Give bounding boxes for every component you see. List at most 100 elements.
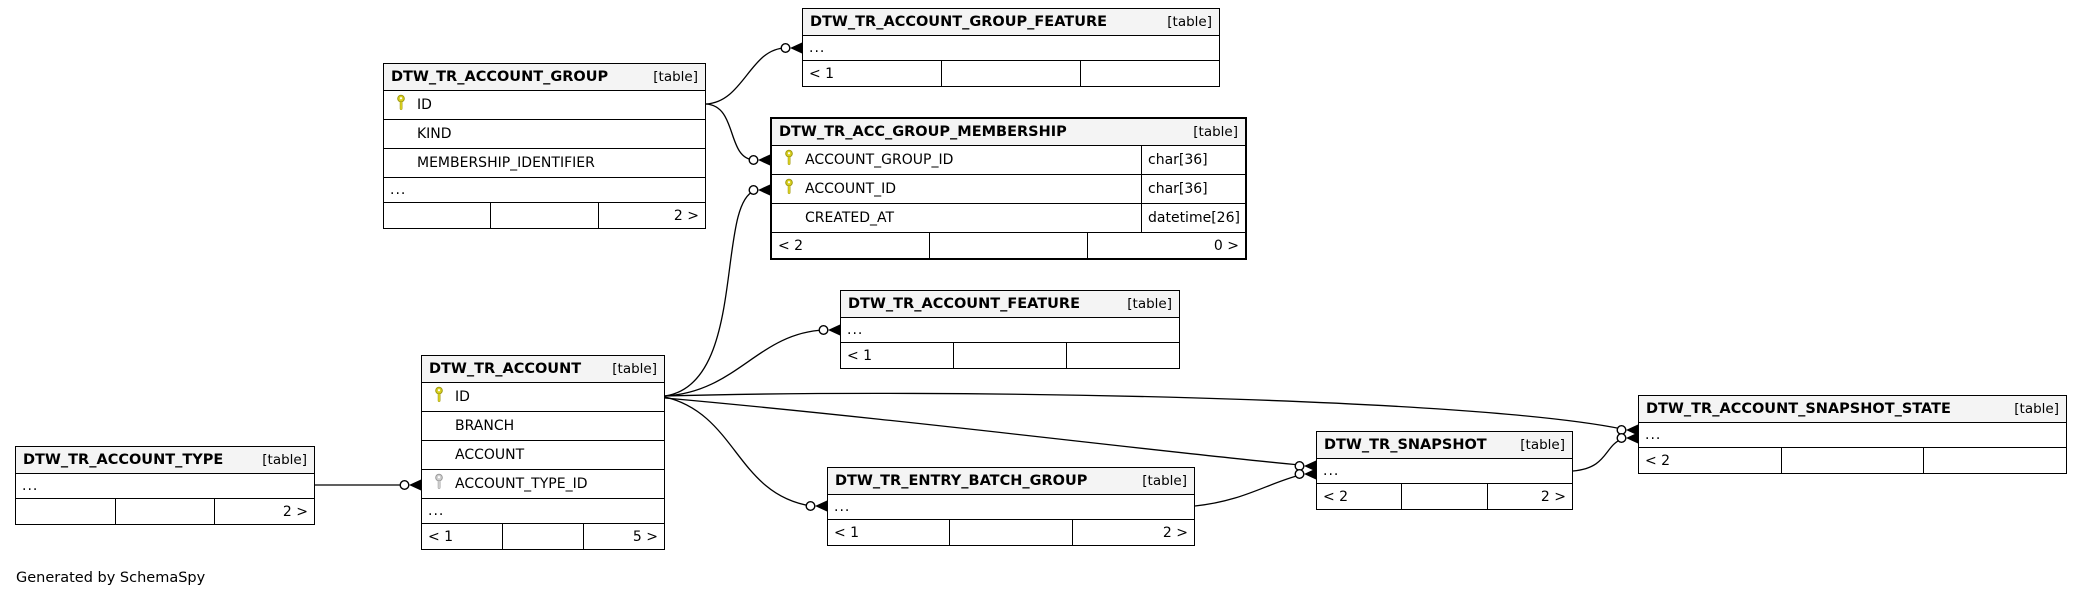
table-title[interactable]: DTW_TR_ENTRY_BATCH_GROUP <box>835 473 1088 489</box>
primary-key-icon <box>394 94 408 116</box>
crowfoot-arrow <box>758 154 770 166</box>
key-cell <box>772 178 805 200</box>
table-dtw_tr_account_snapshot_state[interactable]: DTW_TR_ACCOUNT_SNAPSHOT_STATE [table]... <… <box>1638 395 2067 474</box>
table-title[interactable]: DTW_TR_ACC_GROUP_MEMBERSHIP <box>779 124 1067 140</box>
table-dtw_tr_acc_group_membership[interactable]: DTW_TR_ACC_GROUP_MEMBERSHIP[table]ACCOUN… <box>770 117 1247 260</box>
table-footer: < 1 2 > <box>828 520 1194 545</box>
parent-count: < 1 <box>809 65 835 82</box>
parent-count <box>384 203 490 228</box>
table-dtw_tr_account_feature[interactable]: DTW_TR_ACCOUNT_FEATURE[table]...< 1 <box>840 290 1180 369</box>
column-row-account_type_id: ACCOUNT_TYPE_ID <box>422 470 664 499</box>
crowfoot-arrow <box>758 184 770 196</box>
edge-dtw_tr_account_type-to-dtw_tr_account.ACCOUNT_TYPE_ID <box>315 479 421 491</box>
zero-or-more-circle <box>748 184 759 195</box>
zero-or-more-circle <box>399 480 410 491</box>
key-cell <box>422 386 455 408</box>
table-type-tag: [table] <box>1127 296 1172 312</box>
table-title[interactable]: DTW_TR_SNAPSHOT <box>1324 437 1487 453</box>
table-dtw_tr_account[interactable]: DTW_TR_ACCOUNT [table] ID BRANCH ACCOUNT ACCO… <box>421 355 665 550</box>
table-title[interactable]: DTW_TR_ACCOUNT_SNAPSHOT_STATE <box>1646 401 1951 417</box>
table-footer: < 2 <box>1639 448 2066 473</box>
table-header: DTW_TR_ACCOUNT_GROUP[table] <box>384 64 705 91</box>
foreign-key-icon <box>432 473 446 495</box>
table-footer: < 1 <box>841 343 1179 368</box>
column-name: ACCOUNT <box>455 447 525 463</box>
column-name: MEMBERSHIP_IDENTIFIER <box>417 155 595 171</box>
table-header: DTW_TR_ACCOUNT [table] <box>422 356 664 383</box>
hidden-columns-ellipsis: ... <box>803 36 1219 61</box>
table-title[interactable]: DTW_TR_ACCOUNT_GROUP <box>391 69 609 85</box>
edge-dtw_tr_account_group.ID-to-dtw_tr_acc_group_membership.ACCOUNT_GROUP_ID <box>705 103 770 166</box>
child-count <box>1923 448 2066 473</box>
table-type-tag: [table] <box>612 361 657 377</box>
edge-dtw_tr_account.ID-to-dtw_tr_account_feature <box>664 324 840 397</box>
table-dtw_tr_account_group_feature[interactable]: DTW_TR_ACCOUNT_GROUP_FEATURE[table]... < … <box>802 8 1220 87</box>
child-count <box>1066 343 1179 368</box>
key-cell <box>422 473 455 495</box>
table-type-tag: [table] <box>2014 401 2059 417</box>
table-header: DTW_TR_ACCOUNT_GROUP_FEATURE[table] <box>803 9 1219 36</box>
parent-count: < 2 <box>1645 452 1671 469</box>
column-name: ID <box>455 389 470 405</box>
table-footer: < 1 <box>803 61 1219 86</box>
table-title[interactable]: DTW_TR_ACCOUNT_TYPE <box>23 452 224 468</box>
table-header: DTW_TR_ACCOUNT_SNAPSHOT_STATE [table] <box>1639 396 2066 423</box>
table-title[interactable]: DTW_TR_ACCOUNT <box>429 361 582 377</box>
edge-dtw_tr_account.ID-to-dtw_tr_acc_group_membership.ACCOUNT_ID <box>664 184 770 397</box>
table-header: DTW_TR_SNAPSHOT[table] <box>1317 432 1572 459</box>
column-row-account: ACCOUNT <box>422 441 664 470</box>
child-count: 0 > <box>1087 233 1245 258</box>
hidden-columns-ellipsis: ... <box>1639 423 2066 448</box>
column-name: ACCOUNT_TYPE_ID <box>455 476 588 492</box>
edge-dtw_tr_snapshot-to-dtw_tr_account_snapshot_state <box>1572 432 1638 472</box>
crowfoot-arrow <box>1626 424 1638 436</box>
edge-dtw_tr_account.ID-to-dtw_tr_snapshot <box>664 397 1316 472</box>
primary-key-icon <box>782 178 796 200</box>
footer-spacer <box>1401 484 1486 509</box>
column-name: CREATED_AT <box>805 210 895 226</box>
crowfoot-arrow <box>1304 468 1316 480</box>
column-row-id: ID <box>422 383 664 412</box>
hidden-columns-ellipsis: ... <box>1317 459 1572 484</box>
zero-or-more-circle <box>780 43 791 54</box>
parent-count: < 1 <box>834 524 860 541</box>
table-title[interactable]: DTW_TR_ACCOUNT_FEATURE <box>848 296 1080 312</box>
column-type: char[36] <box>1141 146 1245 174</box>
column-row-branch: BRANCH <box>422 412 664 441</box>
crowfoot-arrow <box>409 479 421 491</box>
table-footer: 2 > <box>384 203 705 228</box>
zero-or-more-circle <box>1294 469 1305 480</box>
column-type: char[36] <box>1141 175 1245 203</box>
column-row-account_group_id: ACCOUNT_GROUP_ID char[36] <box>772 146 1245 175</box>
footer-spacer <box>114 499 215 524</box>
table-dtw_tr_entry_batch_group[interactable]: DTW_TR_ENTRY_BATCH_GROUP[table]... < 1 2 > <box>827 467 1195 546</box>
table-header: DTW_TR_ENTRY_BATCH_GROUP[table] <box>828 468 1194 495</box>
table-title[interactable]: DTW_TR_ACCOUNT_GROUP_FEATURE <box>810 14 1108 30</box>
child-count: 5 > <box>583 524 664 549</box>
child-count: 2 > <box>1071 520 1194 545</box>
table-dtw_tr_account_type[interactable]: DTW_TR_ACCOUNT_TYPE[table]...2 > <box>15 446 315 525</box>
footer-spacer <box>490 203 597 228</box>
column-name: ID <box>417 97 432 113</box>
column-row-id: ID <box>384 91 705 120</box>
column-name: ACCOUNT_GROUP_ID <box>805 152 954 168</box>
crowfoot-arrow <box>790 42 802 54</box>
column-name: KIND <box>417 126 452 142</box>
column-row-kind: KIND <box>384 120 705 149</box>
primary-key-icon <box>432 386 446 408</box>
table-type-tag: [table] <box>262 452 307 468</box>
key-cell <box>772 149 805 171</box>
zero-or-more-circle <box>805 501 816 512</box>
column-type: datetime[26] <box>1141 204 1245 232</box>
crowfoot-arrow <box>815 500 827 512</box>
table-dtw_tr_account_group[interactable]: DTW_TR_ACCOUNT_GROUP[table] ID KIND MEMBERS… <box>383 63 706 229</box>
footer-spacer <box>929 233 1087 258</box>
hidden-columns-ellipsis: ... <box>828 495 1194 520</box>
zero-or-more-circle <box>748 154 759 165</box>
parent-count <box>16 499 115 524</box>
primary-key-icon <box>782 149 796 171</box>
